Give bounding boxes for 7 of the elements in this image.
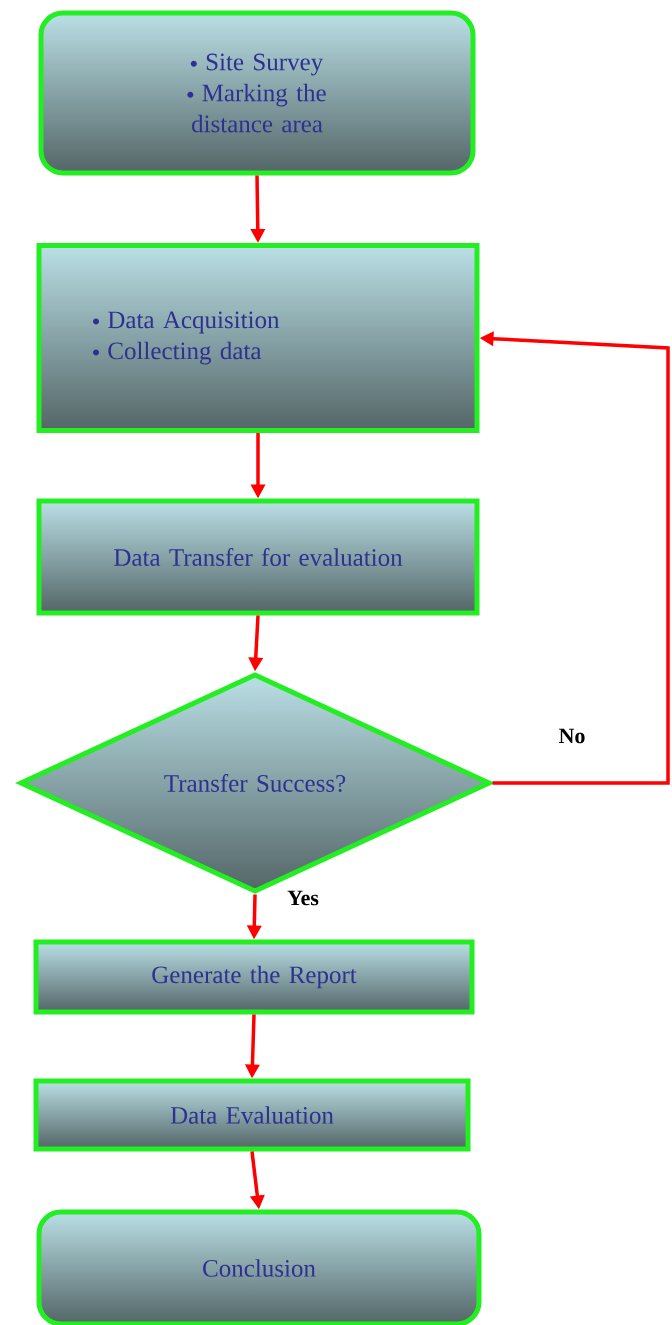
process-box: Data Acquisition Collecting data	[36, 243, 480, 433]
rounded-box: Site Survey Marking the distance area	[38, 10, 476, 176]
process-box: Generate the Report	[33, 939, 475, 1015]
process-box: Data Evaluation	[33, 1078, 471, 1152]
process-box: Data Transfer for evaluation	[36, 498, 480, 616]
edge-label: No	[556, 726, 588, 746]
rounded-box: Conclusion	[36, 1209, 482, 1325]
